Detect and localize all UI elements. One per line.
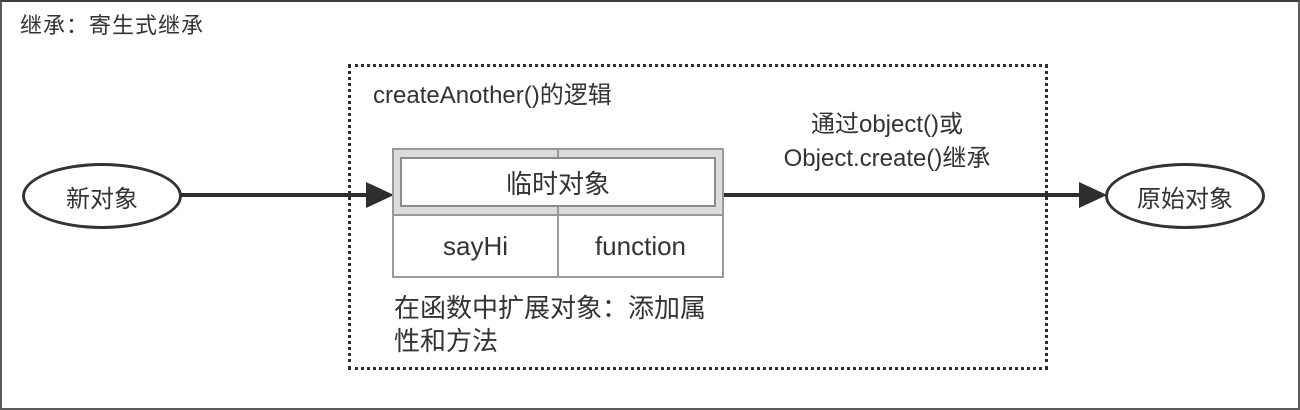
arrow-new-to-temp-line xyxy=(180,193,368,197)
arrow-new-to-temp-head-icon xyxy=(366,182,394,208)
new-object-node: 新对象 xyxy=(22,163,182,229)
extend-object-note: 在函数中扩展对象：添加属 性和方法 xyxy=(394,293,707,356)
diagram-title: 继承：寄生式继承 xyxy=(20,13,205,38)
inherit-method-label: 通过object()或 Object.create()继承 xyxy=(747,108,1027,176)
property-name-cell: sayHi xyxy=(394,216,557,276)
create-another-logic-label: createAnother()的逻辑 xyxy=(373,82,612,109)
header-column-divider-tick-top xyxy=(557,150,559,157)
original-object-node: 原始对象 xyxy=(1105,163,1265,229)
create-another-logic-box: createAnother()的逻辑 xyxy=(348,64,1048,370)
temp-object-header-cell: 临时对象 xyxy=(400,157,716,207)
new-object-label: 新对象 xyxy=(66,185,138,213)
temp-object-header-row: 临时对象 xyxy=(394,150,722,214)
arrow-temp-to-original-line xyxy=(724,193,1082,197)
property-value-cell: function xyxy=(557,216,722,276)
header-column-divider-tick-bottom xyxy=(557,207,559,214)
arrow-temp-to-original-head-icon xyxy=(1079,182,1107,208)
original-object-label: 原始对象 xyxy=(1137,185,1233,213)
temp-object-table: 临时对象 sayHi function xyxy=(392,148,724,278)
table-row: sayHi function xyxy=(394,214,722,276)
